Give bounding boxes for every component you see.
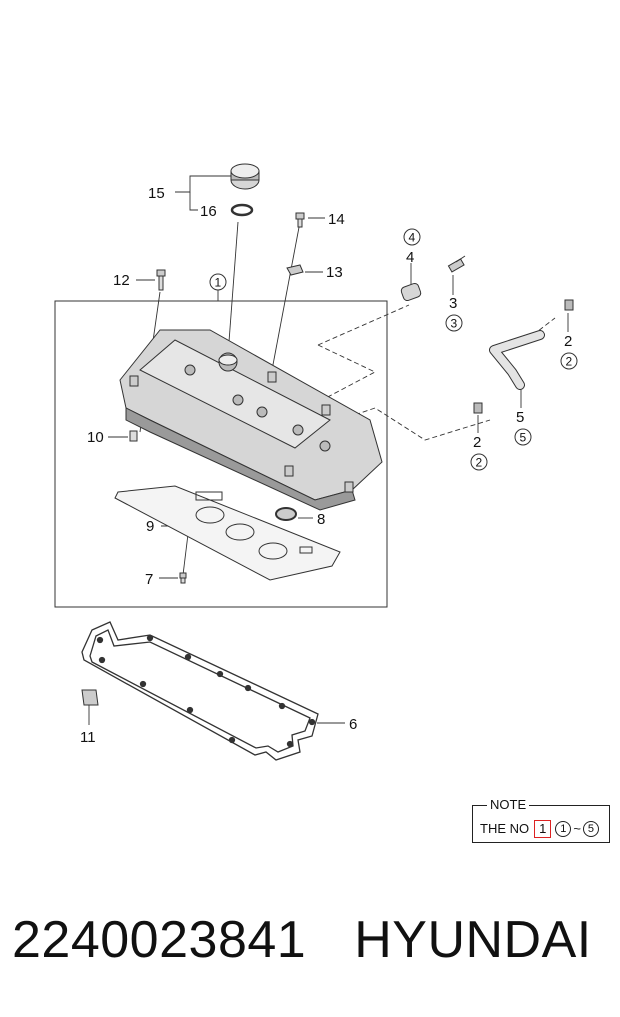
callout-10: 10 [87,429,104,446]
leader-lines [88,175,569,725]
callout-2-top: 2 [564,333,572,350]
callout-3: 3 [449,295,457,312]
callout-13: 13 [326,264,343,281]
bracket-11 [81,689,99,706]
note-range-sep: ~ [573,821,581,836]
callout-15: 15 [148,185,165,202]
callout-2-bottom: 2 [473,434,481,451]
circled-callout-1: 1 [209,273,227,291]
clip-13 [286,264,304,276]
note-box: NOTE THE NO 1 1 ~ 5 [472,797,610,843]
callout-12: 12 [113,272,130,289]
circled-ref-3: 3 [445,314,463,332]
dowel-10 [129,430,138,442]
svg-text:2: 2 [566,355,573,369]
bolt-7 [179,572,187,584]
hose-clamp-a [564,299,574,311]
svg-text:2: 2 [476,456,483,470]
footer: 2240023841 HYUNDAI [12,908,612,972]
callout-7: 7 [145,571,153,588]
svg-text:1: 1 [215,276,222,290]
circled-ref-2-bottom: 2 [470,453,488,471]
cylinder-head-cover [119,329,383,511]
cover-gasket [114,485,341,581]
circled-ref-2-top: 2 [560,352,578,370]
note-ref-number: 1 [534,820,552,838]
pcv-valve [447,255,466,273]
rocker-cover-gasket [81,621,319,761]
pcv-grommet [400,282,422,302]
oil-filler-cap [230,163,260,190]
callout-14: 14 [328,211,345,228]
callout-5: 5 [516,409,524,426]
callout-8: 8 [317,511,325,528]
svg-text:3: 3 [451,317,458,331]
callout-11: 11 [80,729,96,746]
breather-hose [489,330,545,390]
hose-clamp-b [473,402,483,414]
cap-gasket [230,203,254,217]
assembly-frame [54,300,388,608]
note-range-start: 1 [555,821,572,837]
bolt-12 [156,269,166,291]
circled-ref-5: 5 [514,428,532,446]
callout-6: 6 [349,716,357,733]
exploded-parts-diagram: 15 16 14 13 12 10 9 8 7 6 11 4 3 2 5 2 1… [54,163,578,761]
callout-4: 4 [406,249,414,266]
note-row: THE NO 1 1 ~ 5 [480,820,599,838]
svg-text:4: 4 [409,231,416,245]
tube-seal [275,507,297,521]
note-prefix: THE NO [480,821,530,836]
callout-9: 9 [146,518,154,535]
brand-name: HYUNDAI [354,911,592,969]
note-range-end: 5 [582,821,599,837]
part-number: 2240023841 [12,911,307,969]
svg-text:5: 5 [520,431,527,445]
circled-ref-4: 4 [403,228,421,246]
bolt-14 [295,212,305,228]
callout-16: 16 [200,203,217,220]
note-title: NOTE [487,797,530,813]
